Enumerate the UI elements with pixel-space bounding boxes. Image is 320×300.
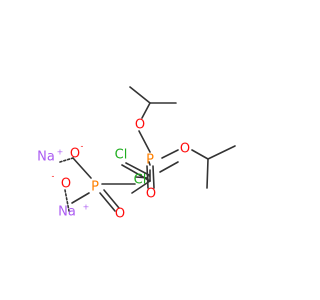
bond-c-p2 — [148, 161, 151, 166]
charge-na1: + — [57, 148, 64, 157]
bond-p1-o-bottom — [71, 192, 90, 204]
bond-ch2-me2 — [206, 158, 209, 189]
bond-p1-o-top — [72, 157, 92, 179]
bond-c-cl — [135, 176, 149, 179]
charge-o-left-bottom: - — [52, 172, 55, 181]
atom-o-right-ester2: O — [180, 142, 190, 157]
atom-cl1: Cl — [115, 148, 128, 163]
bond-p1-o-dbl-2 — [103, 189, 120, 209]
charge-na2: + — [83, 203, 90, 212]
atom-o-left-top: O — [70, 147, 80, 162]
sodium-clodronate-diisopropyl-structure: Cl Cl P P O O O O O O Na Na + + - - — [37, 86, 236, 222]
ionic-na2-o — [64, 189, 70, 212]
bond-ch2-me1 — [207, 145, 236, 160]
atom-p1: P — [91, 180, 99, 195]
atom-p2: P — [146, 153, 154, 168]
atom-o-left-bottom: O — [61, 177, 71, 192]
bond-o2-ch — [191, 149, 209, 160]
bond-ch-me1 — [129, 86, 151, 104]
bond-p1-o-dbl-1 — [99, 192, 116, 212]
bond-cl-c — [125, 162, 150, 176]
bond-p2-o-dbl-1 — [146, 165, 149, 189]
atom-na2: Na — [58, 205, 76, 220]
atoms: Cl Cl P P O O O O O O Na Na + + - - — [37, 118, 190, 222]
bond-p2-o-dbl-2 — [152, 165, 155, 189]
atom-na1: Na — [37, 150, 55, 165]
atom-o-right-ester1: O — [135, 118, 145, 133]
atom-o-left-dbl: O — [115, 207, 125, 222]
bond-p2-o-ester2 — [161, 149, 179, 159]
atom-cl2: Cl — [134, 173, 147, 188]
atom-o-right-dbl: O — [146, 187, 156, 202]
bond-c-p2-main — [159, 161, 179, 173]
ionic-na1-o — [59, 157, 74, 163]
bond-o1-ch — [141, 102, 151, 119]
bond-p2-o-ester1 — [138, 130, 151, 153]
bonds — [59, 86, 236, 212]
charge-o-left-top: - — [81, 142, 84, 151]
